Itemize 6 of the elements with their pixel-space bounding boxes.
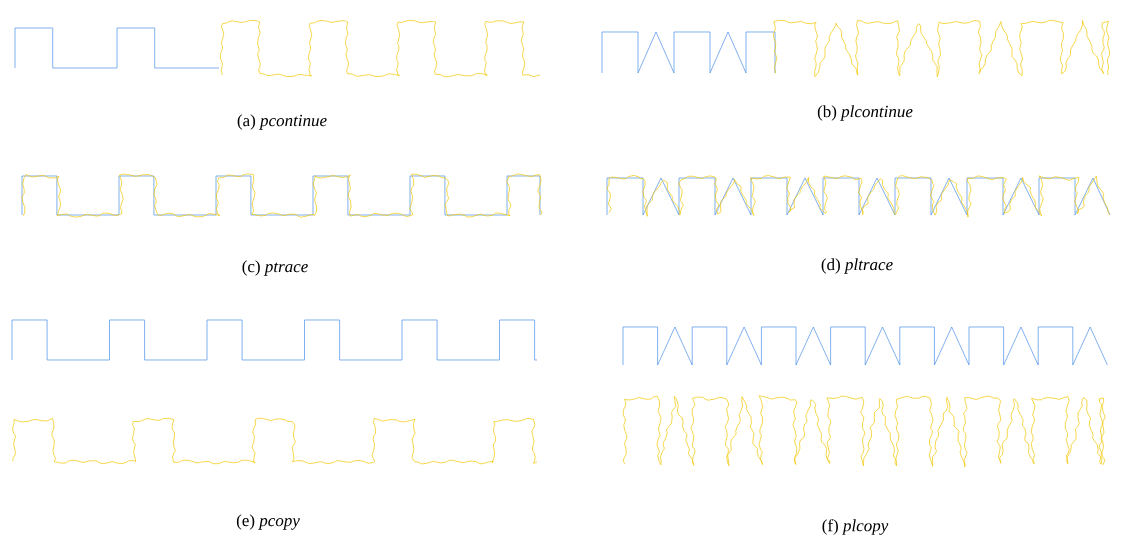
caption: (f) plcopy xyxy=(822,519,889,535)
caption: (b) plcontinue xyxy=(817,105,913,121)
caption: (a) pcontinue xyxy=(237,114,327,130)
caption: (c) ptrace xyxy=(242,260,308,276)
caption: (e) pcopy xyxy=(236,514,300,530)
caption: (d) pltrace xyxy=(821,258,893,274)
